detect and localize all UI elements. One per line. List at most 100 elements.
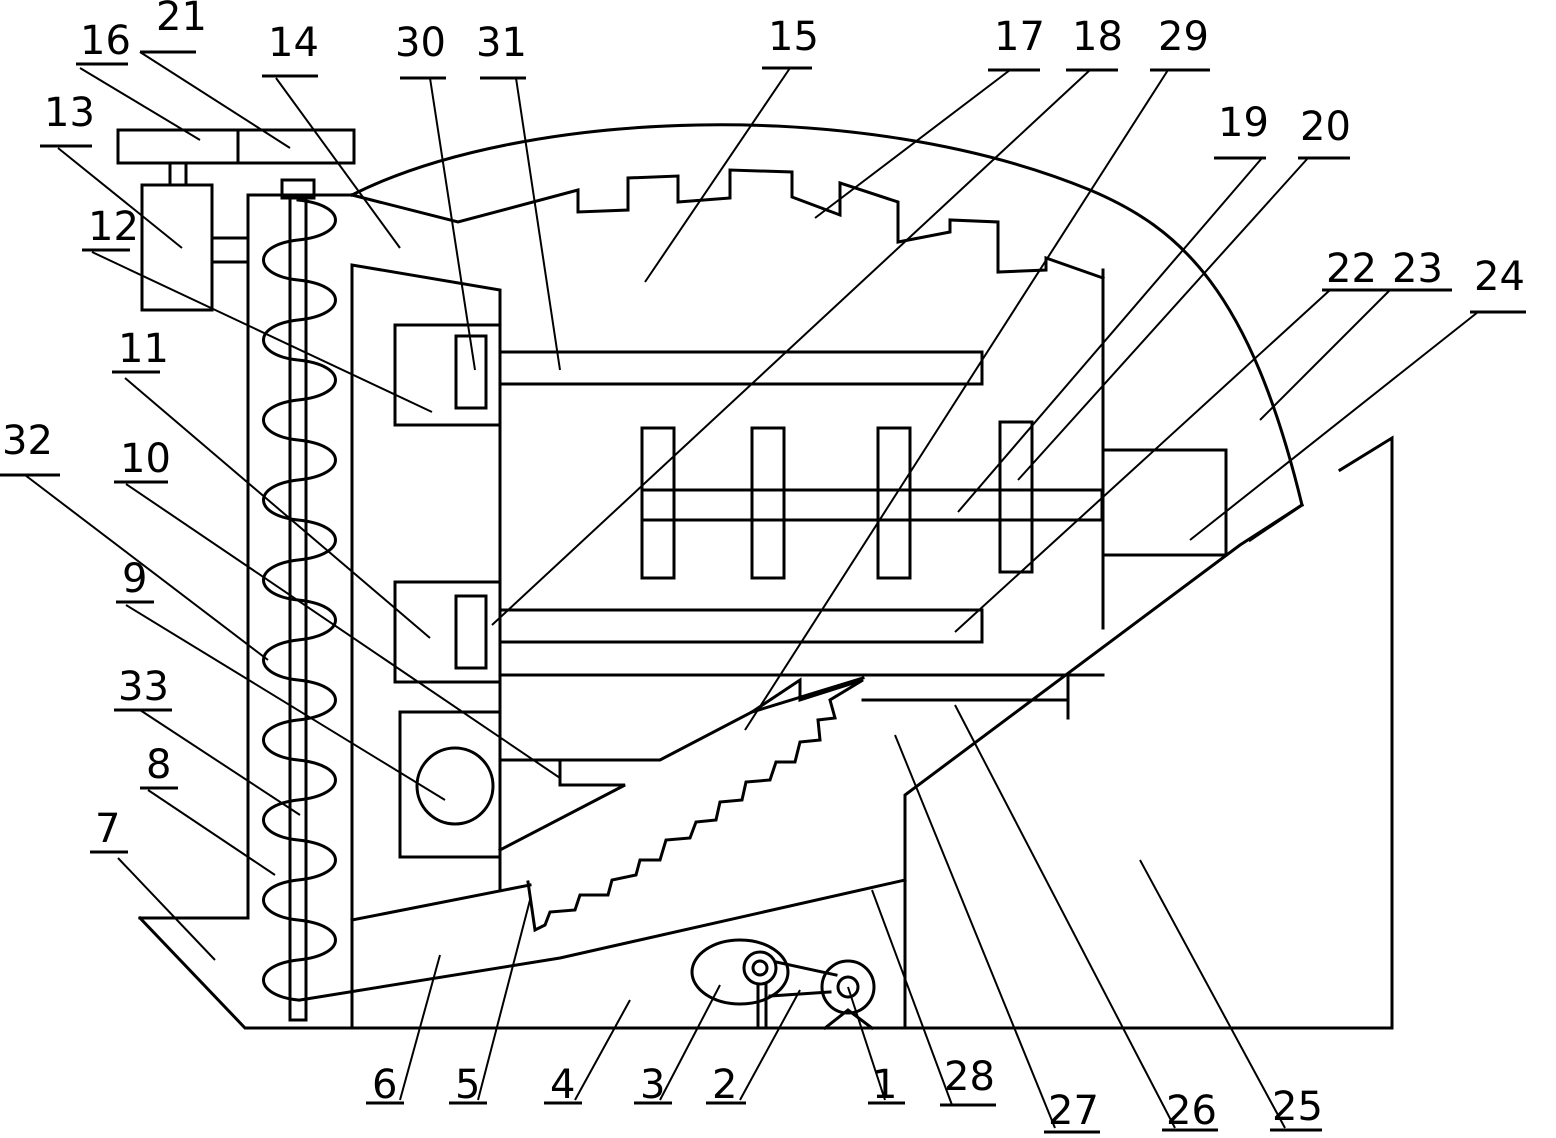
lower-outlet: [497, 758, 626, 853]
label-7: 7: [95, 806, 120, 852]
leader-19: [957, 157, 1263, 513]
label-19: 19: [1218, 100, 1269, 146]
label-26: 26: [1166, 1088, 1217, 1134]
pivot-inner: [836, 975, 860, 999]
leader-31: [515, 77, 561, 371]
label-27: 27: [1048, 1088, 1099, 1134]
leader-5: [477, 899, 531, 1101]
rotor-blade-2: [750, 426, 786, 580]
serrated-crush-plate: [498, 677, 864, 933]
leader-23: [1259, 289, 1391, 421]
leader-13: [57, 147, 183, 249]
leader-4: [574, 999, 631, 1101]
leader-2: [739, 989, 801, 1101]
leader-24: [1189, 311, 1479, 541]
crush-plate-upper: [750, 676, 865, 714]
label-23: 23: [1392, 246, 1443, 292]
leader-32: [24, 474, 269, 661]
leader-22: [954, 289, 1331, 633]
cam-bolt-outer: [742, 950, 778, 986]
rotor-blade-3: [876, 426, 912, 580]
leader-11: [124, 377, 431, 639]
leader-28: [871, 889, 953, 1106]
top-motor-shaft: [168, 161, 188, 187]
label-22: 22: [1326, 246, 1377, 292]
leader-26: [954, 704, 1176, 1129]
bottom-tray: [298, 878, 907, 1002]
label-2: 2: [712, 1062, 737, 1108]
rotor-blade-4: [998, 420, 1034, 574]
right-motor: [1101, 448, 1228, 557]
housing-arc: [349, 123, 1304, 507]
label-11: 11: [118, 326, 169, 372]
label-25: 25: [1272, 1084, 1323, 1130]
label-8: 8: [146, 742, 171, 788]
upper-shaft: [498, 350, 984, 386]
part-labels: 1 2 3 4 5 6 7 8 9 10: [0, 0, 1526, 1134]
leader-25: [1139, 859, 1286, 1129]
leader-30: [429, 77, 476, 371]
label-21: 21: [156, 0, 207, 40]
leader-17: [814, 69, 1011, 219]
label-24: 24: [1474, 254, 1525, 300]
label-16: 16: [80, 18, 131, 64]
leader-7: [117, 857, 216, 961]
leader-20: [1017, 157, 1309, 481]
leader-18: [491, 69, 1091, 626]
leader-15: [644, 67, 791, 283]
leader-16: [79, 67, 201, 141]
screw-helix: [262, 198, 337, 1002]
leader-9: [125, 604, 446, 801]
cam-bolt-inner: [751, 959, 769, 977]
link-rod-lower: [768, 990, 832, 998]
label-29: 29: [1158, 14, 1209, 60]
leader-8: [147, 789, 276, 876]
top-motor-mount: [210, 236, 250, 264]
label-6: 6: [372, 1062, 397, 1108]
lower-drive-box: [398, 710, 502, 859]
screw-shaft-cap: [280, 178, 316, 200]
toothed-top-plate: [350, 168, 1105, 280]
label-3: 3: [640, 1062, 665, 1108]
lower-pulley: [415, 746, 495, 826]
base-outline: [137, 435, 1394, 1030]
label-31: 31: [476, 20, 527, 66]
leader-14: [275, 77, 401, 249]
inclined-chute: [903, 502, 1305, 1030]
label-10: 10: [120, 436, 171, 482]
screw-shaft: [288, 193, 308, 1022]
leader-3: [659, 984, 721, 1101]
top-beam: [116, 128, 356, 165]
leader-33: [139, 709, 301, 816]
leader-12: [91, 251, 433, 413]
leader-29: [744, 69, 1169, 731]
motor-housing: [350, 263, 502, 922]
label-33: 33: [118, 664, 169, 710]
rotor-blade-1: [640, 426, 676, 580]
label-5: 5: [455, 1062, 480, 1108]
label-30: 30: [395, 20, 446, 66]
label-9: 9: [122, 556, 147, 602]
label-32: 32: [2, 418, 53, 464]
middle-shaft: [498, 608, 984, 644]
cam-disk: [690, 938, 790, 1006]
leader-21: [139, 51, 291, 149]
screw-casing: [246, 193, 354, 920]
label-1: 1: [872, 1062, 897, 1108]
upper-drive-box: [393, 323, 502, 427]
label-14: 14: [268, 20, 319, 66]
pivot-outer: [820, 959, 876, 1015]
label-17: 17: [994, 14, 1045, 60]
label-20: 20: [1300, 104, 1351, 150]
label-28: 28: [944, 1054, 995, 1100]
pivot-support: [822, 1008, 875, 1031]
label-13: 13: [44, 90, 95, 136]
leader-1: [847, 986, 886, 1101]
upper-sensor: [454, 334, 488, 410]
leader-27: [894, 734, 1056, 1129]
label-12: 12: [88, 204, 139, 250]
label-4: 4: [550, 1062, 575, 1108]
middle-sensor: [454, 594, 488, 670]
lower-housing-edge: [350, 883, 532, 922]
